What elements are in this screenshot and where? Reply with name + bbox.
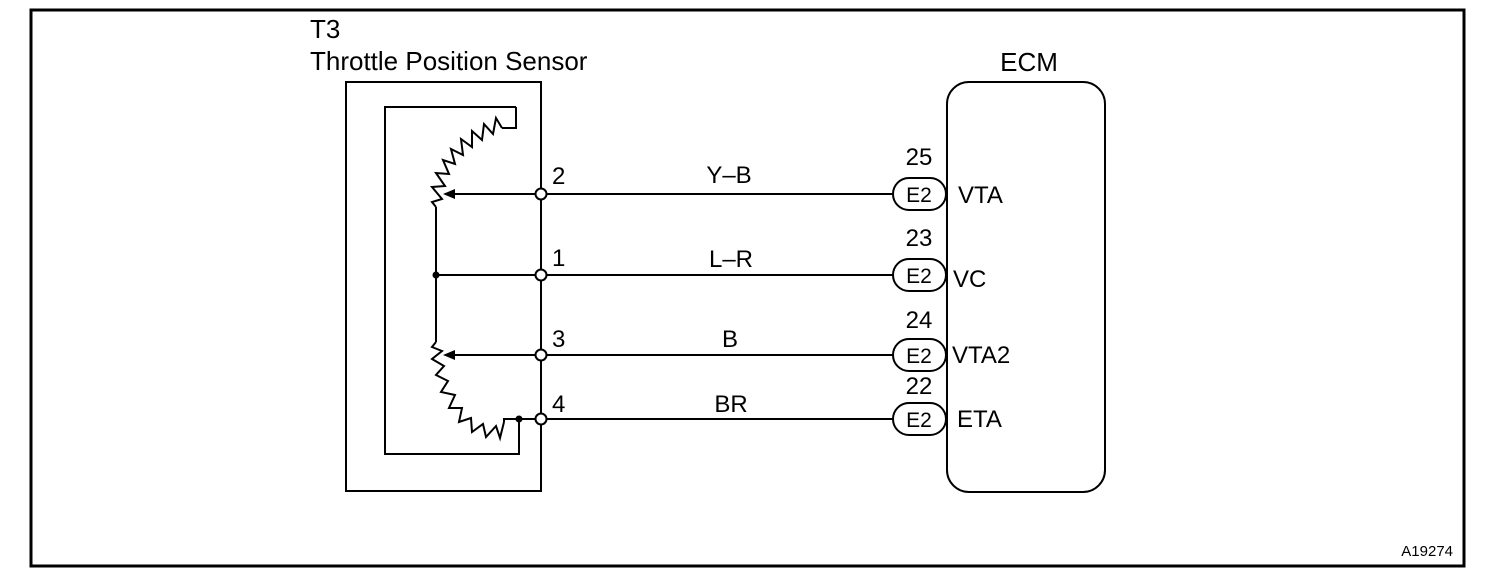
ecm-connector: [892, 258, 947, 292]
wire-color-label: Y–B: [706, 162, 751, 189]
wiper-vta-arrow-icon: [443, 189, 455, 199]
top-resistor: [429, 115, 503, 208]
ecm-signal-label: VTA2: [952, 342, 1010, 369]
sensor-pin-terminal: [534, 412, 548, 426]
wiper-vta2-arrow-icon: [443, 350, 455, 360]
ecm-signal-label: VC: [953, 266, 986, 293]
sensor-inner-loop: [384, 106, 520, 455]
sensor-pin-terminal: [534, 348, 548, 362]
ecm-signal-label: VTA: [958, 182, 1003, 209]
wire-color-label: B: [722, 326, 738, 353]
ecm-connector: [892, 402, 947, 436]
ecm-pin-number: 24: [906, 307, 933, 334]
sensor-pin-number: 3: [552, 326, 565, 353]
ecm-signal-label: ETA: [957, 406, 1002, 433]
bottom-resistor-lead: [503, 418, 541, 422]
connector-code: E2: [906, 345, 932, 368]
connector-code: E2: [906, 265, 932, 288]
junction-dot: [432, 271, 440, 279]
bottom-resistor: [430, 341, 505, 442]
connector-code: E2: [906, 184, 932, 207]
ecm-connector: [892, 338, 947, 372]
sensor-pin-terminal: [534, 187, 548, 201]
sensor-housing: [345, 81, 542, 492]
ecm-pin-number: 22: [906, 373, 933, 400]
sensor-pin-number: 2: [552, 163, 565, 190]
ecm-label: ECM: [1000, 47, 1058, 77]
sensor-pin-terminal: [534, 268, 548, 282]
diagram-frame: [29, 8, 1466, 568]
ecm-box: [946, 81, 1106, 493]
sensor-pin-number: 1: [552, 245, 565, 272]
junction-dot: [515, 415, 523, 423]
sensor-pin-number: 4: [552, 391, 565, 418]
wire-color-label: BR: [714, 391, 747, 418]
ecm-pin-number: 23: [906, 225, 933, 252]
ecm-connector: [892, 177, 947, 211]
sensor-name: Throttle Position Sensor: [310, 46, 588, 76]
figure-id: A19274: [1401, 543, 1453, 560]
top-resistor-lead: [502, 107, 517, 129]
ecm-pin-number: 25: [906, 144, 933, 171]
sensor-code: T3: [310, 14, 340, 44]
wire-color-label: L–R: [709, 246, 753, 273]
connector-code: E2: [906, 409, 932, 432]
